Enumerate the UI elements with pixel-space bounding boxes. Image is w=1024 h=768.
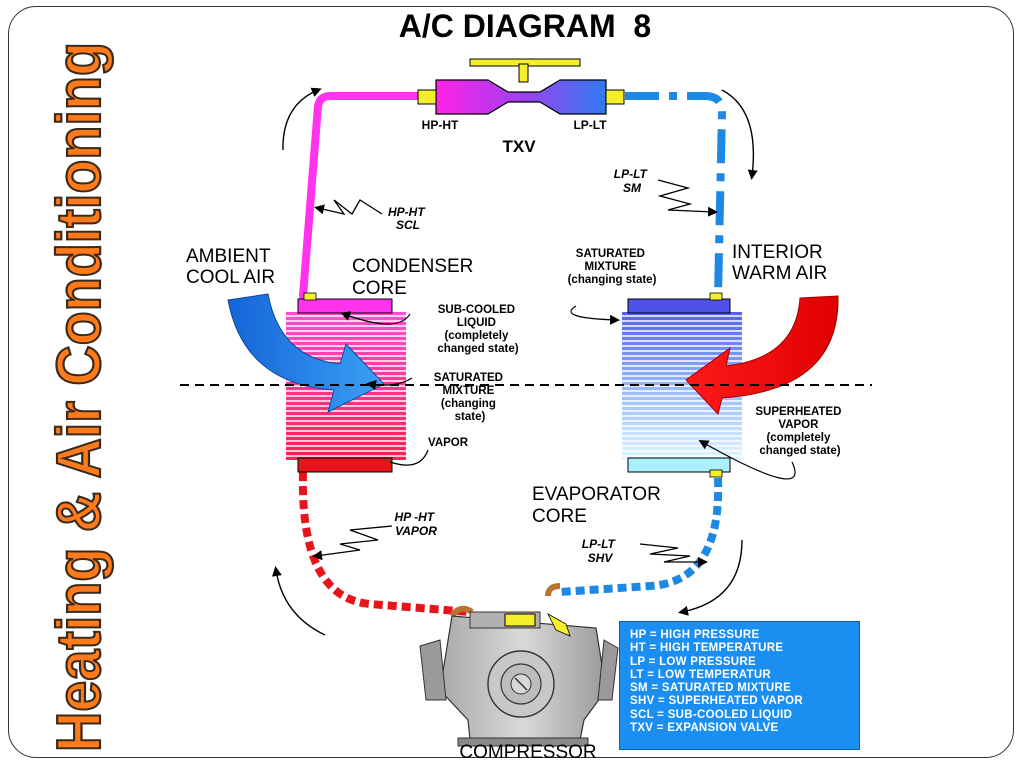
legend-item: HT = HIGH TEMPERATURE	[630, 642, 784, 655]
flow-arrow-top-left	[282, 87, 322, 151]
evaporator-saturated-pointer	[570, 305, 620, 325]
vapor-pointer	[389, 449, 429, 466]
line-hp-liquid	[299, 92, 422, 300]
txv-left-port-label: HP-HT	[422, 118, 459, 132]
flow-arrow-bottom-left	[271, 566, 326, 636]
condenser-subcooled-label: SUB-COOLED LIQUID (completely changed st…	[437, 304, 518, 355]
slide-frame	[8, 6, 1014, 758]
compressor-label: COMPRESSOR	[459, 742, 596, 763]
evaporator-name-label: EVAPORATOR CORE	[532, 484, 666, 527]
evaporator-saturated-label: SATURATED MIXTURE (changing state)	[568, 248, 657, 286]
legend-item: SCL = SUB-COOLED LIQUID	[630, 708, 793, 721]
subcooled-pointer	[340, 311, 411, 325]
txv-label: TXV	[502, 137, 536, 156]
saturated-pointer-left	[366, 377, 413, 390]
flow-arrow-bottom-right	[678, 539, 743, 616]
superheated-pointer	[698, 440, 796, 480]
hp-ht-scl-squiggle	[314, 199, 383, 216]
condenser-saturated-label: SATURATED MIXTURE (changing state)	[434, 372, 506, 423]
lp-lt-sm-label: LP-LT SM	[614, 167, 650, 195]
ambient-air-label: AMBIENT COOL AIR	[186, 246, 275, 288]
hp-ht-vapor-squiggle	[312, 525, 393, 561]
lp-lt-sm-squiggle	[657, 179, 718, 217]
hp-ht-vapor-label: HP -HT VAPOR	[395, 510, 438, 538]
condenser-name-label: CONDENSER CORE	[352, 256, 479, 299]
legend-item: SM = SATURATED MIXTURE	[630, 682, 792, 695]
interior-air-label: INTERIOR WARM AIR	[732, 242, 828, 284]
lp-lt-shv-label: LP-LT SHV	[582, 537, 618, 565]
condenser-vapor-label: VAPOR	[428, 437, 469, 449]
legend-item: SHV = SUPERHEATED VAPOR	[630, 695, 803, 708]
page-title: A/C DIAGRAM 8	[399, 8, 651, 44]
legend-item: LP = LOW PRESSURE	[630, 655, 756, 668]
side-title: Heating & Air Conditioning	[45, 42, 114, 752]
txv-right-port-label: LP-LT	[573, 118, 607, 132]
line-lp-saturated	[625, 92, 727, 297]
legend-item: TXV = EXPANSION VALVE	[630, 722, 779, 735]
legend-item: HP = HIGH PRESSURE	[630, 629, 760, 641]
lp-lt-shv-squiggle	[639, 543, 708, 567]
compressor-image	[419, 583, 619, 747]
flow-arrow-top-right	[721, 89, 758, 180]
ambient-air-arrow	[227, 293, 385, 413]
txv-valve	[417, 58, 625, 115]
legend-item: LT = LOW TEMPERATUR	[630, 668, 772, 681]
evaporator-superheated-label: SUPERHEATED VAPOR (completely changed st…	[755, 406, 844, 457]
hp-ht-scl-label: HP-HT SCL	[388, 205, 428, 232]
line-hp-vapor	[298, 471, 471, 616]
